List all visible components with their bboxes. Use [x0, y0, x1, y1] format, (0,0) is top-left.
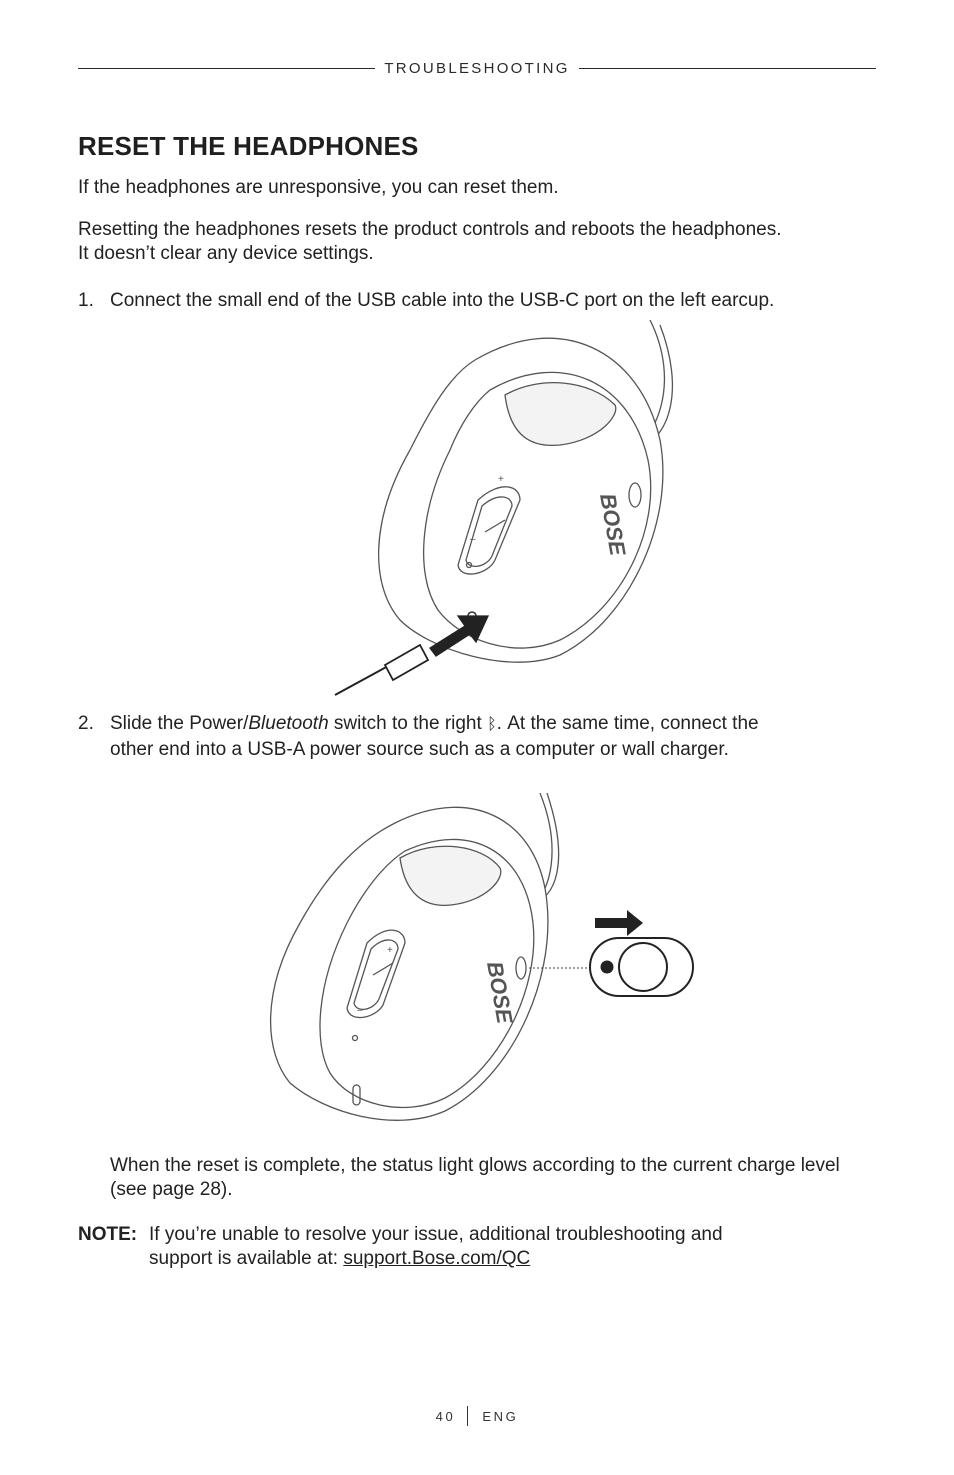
page-number: 40	[435, 1408, 456, 1424]
section-label: TROUBLESHOOTING	[384, 59, 570, 77]
step-2-part-a: Slide the Power/	[110, 713, 249, 734]
step-number: 1.	[78, 290, 94, 311]
note-text-line-2: support is available at:	[149, 1248, 344, 1269]
page-title: RESET THE HEADPHONES	[78, 131, 419, 161]
language-code: ENG	[482, 1408, 519, 1424]
step-text: Connect the small end of the USB cable i…	[110, 290, 775, 311]
page-footer: 40 ENG	[0, 1406, 954, 1426]
volume-minus: –	[470, 534, 476, 545]
note-body: If you’re unable to resolve your issue, …	[149, 1223, 723, 1271]
step-2-bluetooth: Bluetooth	[248, 713, 329, 734]
step-1: 1. Connect the small end of the USB cabl…	[78, 288, 878, 313]
step-number: 2.	[78, 713, 94, 734]
section-header: TROUBLESHOOTING	[78, 56, 877, 80]
note-label: NOTE:	[78, 1224, 138, 1245]
reset-complete-text: When the reset is complete, the status l…	[110, 1155, 840, 1200]
volume-plus: +	[387, 945, 393, 956]
switch-slide-illustration: + – BOSE	[269, 793, 694, 1121]
intro-line-1: Resetting the headphones resets the prod…	[78, 219, 782, 240]
step-2-part-c: . At the same time, connect the	[496, 713, 759, 734]
footer-divider	[467, 1406, 469, 1426]
note-block: NOTE: If you’re unable to resolve your i…	[78, 1223, 858, 1271]
usb-connect-illustration: + – BOSE	[334, 320, 673, 696]
step-2-part-b: switch to the right	[328, 713, 488, 734]
step-2: 2. Slide the Power/Bluetooth switch to t…	[78, 711, 878, 762]
intro-paragraph-1: If the headphones are unresponsive, you …	[78, 177, 559, 198]
note-text-line-1: If you’re unable to resolve your issue, …	[149, 1224, 723, 1245]
header-rule-right	[578, 67, 877, 69]
bluetooth-icon: ᛒ	[487, 716, 497, 733]
volume-minus: –	[357, 1005, 363, 1016]
step-text: Slide the Power/Bluetooth switch to the …	[110, 711, 878, 762]
step-2-part-d: other end into a USB-A power source such…	[110, 739, 729, 760]
header-rule-left	[78, 67, 376, 69]
support-link[interactable]: support.Bose.com/QC	[343, 1248, 531, 1269]
intro-paragraph-2: Resetting the headphones resets the prod…	[78, 218, 878, 266]
volume-plus: +	[498, 474, 504, 485]
intro-line-2: It doesn’t clear any device settings.	[78, 243, 374, 264]
